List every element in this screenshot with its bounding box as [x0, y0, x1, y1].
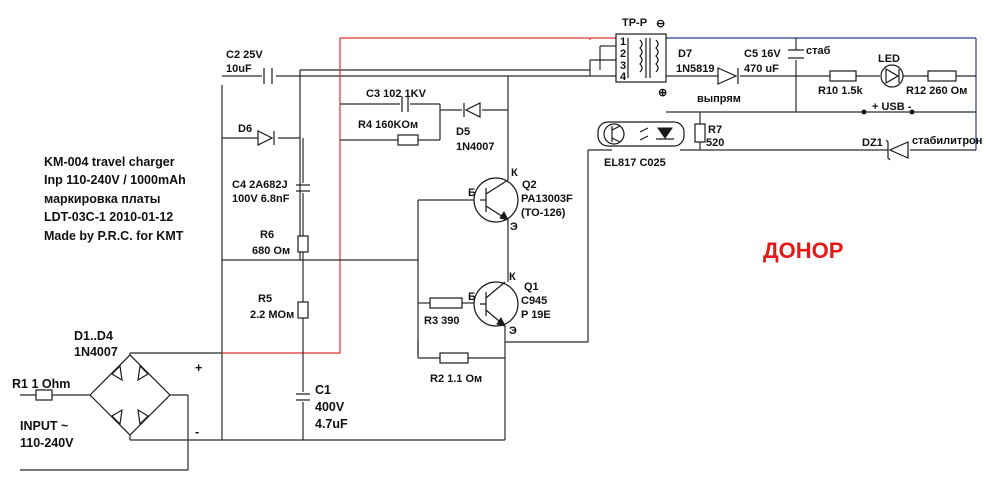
label-tr-pin-1: 1 — [620, 36, 626, 48]
label-bridge: D1..D4 — [74, 329, 113, 343]
title-line-2: Inp 110-240V / 1000mAh — [44, 173, 186, 187]
label-q1-value-2: P 19E — [521, 309, 551, 321]
label-d6: D6 — [238, 123, 252, 135]
label-stab: стаб — [806, 45, 831, 57]
label-d5: D5 — [456, 126, 470, 138]
label-r2: R2 1.1 Ом — [430, 373, 482, 385]
label-c5: C5 16V — [744, 48, 781, 60]
label-q1-emitter: Э — [509, 325, 517, 337]
label-optocoupler: EL817 C025 — [604, 157, 666, 169]
label-c1: C1 — [315, 383, 331, 397]
label-q1: Q1 — [524, 281, 539, 293]
title-line-5: Made by P.R.C. for KMT — [44, 229, 184, 243]
resistor-r6 — [297, 235, 309, 253]
diode-d6 — [257, 130, 275, 146]
label-dz1-note: стабилитрон — [912, 135, 982, 147]
optocoupler-el817 — [597, 121, 685, 147]
capacitor-c1 — [296, 393, 310, 401]
title-line-4: LDT-03C-1 2010-01-12 — [44, 210, 173, 224]
label-r3: R3 390 — [424, 315, 459, 327]
usb-plus-terminal — [861, 109, 867, 115]
label-led: LED — [878, 53, 900, 65]
title-line-3: маркировка платы — [44, 192, 161, 206]
resistor-r12 — [927, 70, 957, 82]
label-q1-value-1: C945 — [521, 295, 547, 307]
label-input-1: INPUT ~ — [20, 419, 68, 433]
label-tr-dot-top: ⊖ — [656, 18, 665, 30]
label-r7: R7 — [708, 124, 722, 136]
label-tr-pin-4: 4 — [620, 71, 627, 83]
label-c1-voltage: 400V — [315, 400, 345, 414]
label-q2-value-2: (TO-126) — [521, 207, 566, 219]
label-c4-value: 100V 6.8nF — [232, 193, 290, 205]
label-q2: Q2 — [522, 179, 537, 191]
label-r4: R4 160KОм — [358, 119, 418, 131]
label-c5-value: 470 uF — [744, 63, 779, 75]
capacitor-c5 — [788, 49, 804, 59]
title-line-1: KM-004 travel charger — [44, 155, 175, 169]
label-input-2: 110-240V — [20, 436, 74, 450]
label-d5-value: 1N4007 — [456, 141, 495, 153]
capacitor-c3 — [401, 96, 409, 112]
label-d7-value: 1N5819 — [676, 63, 715, 75]
transistor-q2 — [473, 177, 519, 223]
label-q2-emitter: Э — [510, 221, 518, 233]
label-q2-collector: К — [511, 167, 518, 179]
usb-minus-terminal — [909, 109, 915, 115]
donor-label: ДОНОР — [763, 238, 843, 263]
label-c2-value: 10uF — [226, 63, 252, 75]
resistor-r1 — [35, 389, 53, 401]
transistor-q1 — [473, 281, 519, 355]
label-q1-base: Б — [468, 291, 476, 303]
label-usb: + USB - — [872, 101, 912, 113]
wire-hv-red — [222, 37, 616, 354]
label-plus: + — [195, 361, 202, 375]
led — [880, 64, 904, 88]
label-minus: - — [195, 425, 199, 439]
label-q2-value-1: PA13003F — [521, 193, 573, 205]
resistor-r5 — [297, 301, 309, 319]
label-q1-collector: К — [509, 271, 516, 283]
label-r10: R10 1.5k — [818, 85, 864, 97]
capacitor-c2 — [263, 68, 273, 84]
label-c2: C2 25V — [226, 49, 263, 61]
label-d7-note: выпрям — [697, 93, 741, 105]
transformer-tr-p — [615, 33, 667, 83]
resistor-r10 — [829, 70, 857, 82]
diode-d7 — [717, 67, 739, 85]
label-r6: R6 — [260, 229, 274, 241]
diode-d5 — [463, 102, 481, 118]
label-c4: C4 2A682J — [232, 179, 288, 191]
resistor-r2 — [439, 352, 469, 364]
label-d7: D7 — [678, 48, 692, 60]
zener-dz1 — [885, 139, 909, 161]
label-q2-base: Б — [468, 187, 476, 199]
label-tr-pin-3: 3 — [620, 60, 626, 72]
label-tr-pin-2: 2 — [620, 48, 626, 60]
label-r1: R1 1 Ohm — [12, 377, 70, 391]
resistor-r4 — [397, 134, 419, 146]
capacitor-c4 — [296, 184, 310, 192]
label-c3: C3 102 1KV — [366, 88, 427, 100]
label-tr-dot-bottom: ⊕ — [658, 87, 667, 99]
label-r7-value: 520 — [706, 137, 724, 149]
label-r12: R12 260 Ом — [906, 85, 967, 97]
resistor-r3 — [429, 297, 463, 309]
label-c1-value: 4.7uF — [315, 417, 348, 431]
label-r5: R5 — [258, 293, 272, 305]
bridge-rectifier-d1-d4 — [20, 352, 222, 471]
label-r5-value: 2.2 MОм — [250, 309, 294, 321]
label-dz1: DZ1 — [862, 137, 883, 149]
resistor-r7 — [694, 123, 706, 143]
label-r6-value: 680 Ом — [252, 245, 290, 257]
label-bridge-value: 1N4007 — [74, 345, 118, 359]
label-transformer: TP-P — [622, 17, 647, 29]
